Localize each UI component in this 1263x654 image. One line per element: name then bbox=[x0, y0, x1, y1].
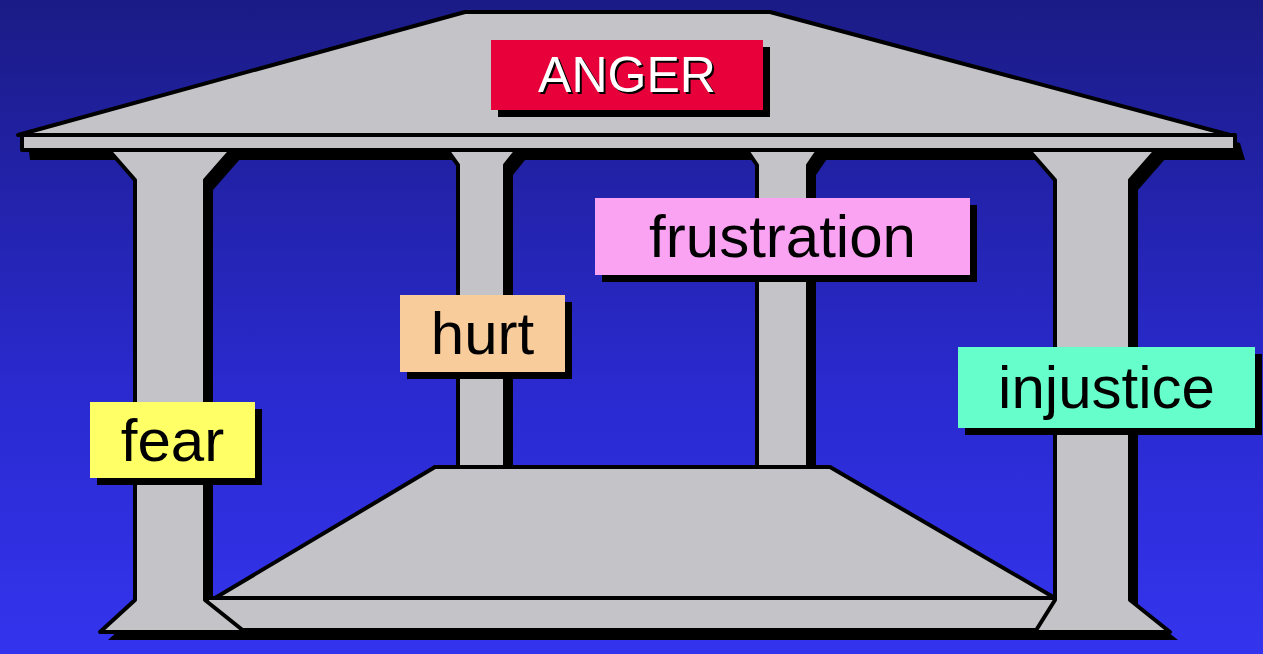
floor-platform bbox=[215, 467, 1055, 598]
label-text: injustice bbox=[998, 356, 1215, 419]
label-box: fear bbox=[90, 402, 255, 478]
label-box: hurt bbox=[400, 295, 565, 372]
pillar bbox=[735, 140, 825, 467]
label-text: fear bbox=[121, 409, 224, 472]
roof bbox=[18, 12, 1230, 135]
label-box: injustice bbox=[958, 347, 1255, 428]
roof-band bbox=[22, 135, 1235, 150]
temple-body bbox=[18, 12, 1235, 632]
floor-base bbox=[207, 598, 1057, 630]
label-text: frustration bbox=[649, 205, 916, 268]
label-text: ANGER bbox=[538, 49, 716, 102]
label-text: hurt bbox=[431, 302, 534, 365]
label-box: frustration bbox=[595, 198, 970, 275]
pillar bbox=[100, 140, 245, 632]
label-box: ANGER bbox=[491, 40, 763, 110]
